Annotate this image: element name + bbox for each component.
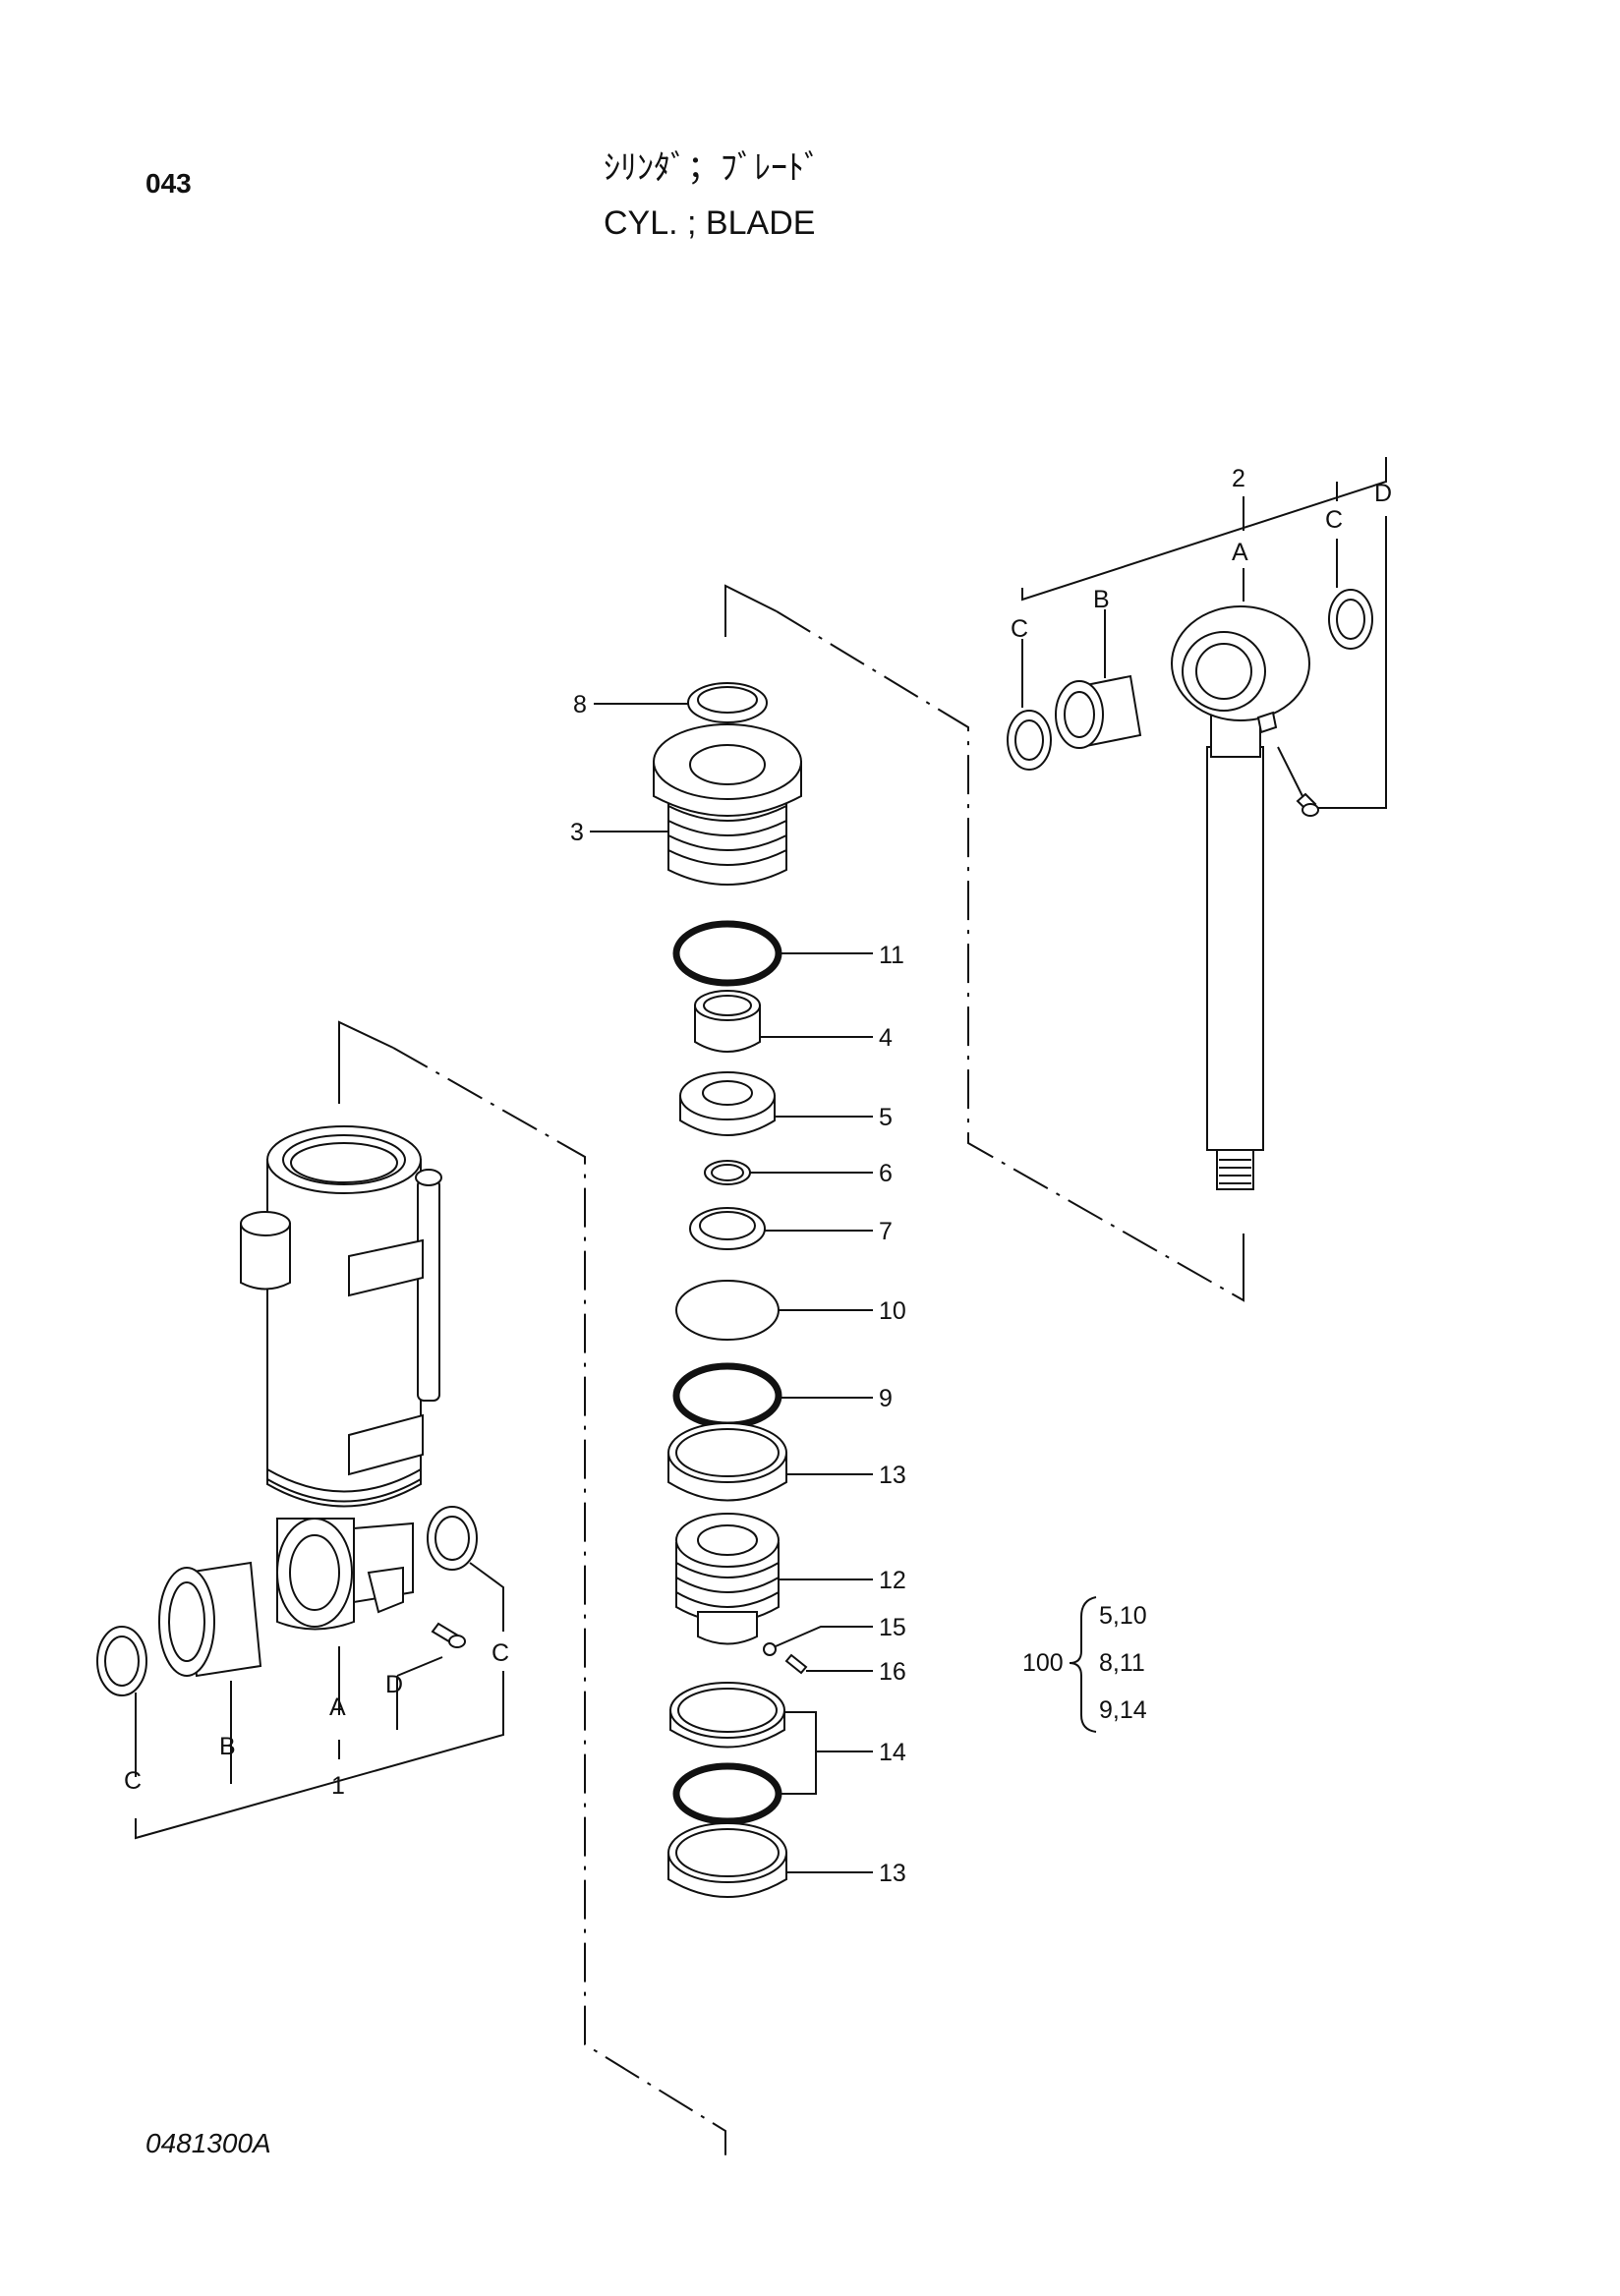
callout-5: 5 [879,1104,893,1131]
callout-9: 9 [879,1385,893,1412]
title-japanese: ｼﾘﾝﾀﾞ；ﾌﾞﾚｰﾄﾞ [604,149,821,187]
rod-letter-b: B [1093,586,1110,613]
tube-letter-a: A [329,1693,346,1721]
rod-leader-lines [1021,457,1387,809]
rod-bushing-and-seals [1007,589,1373,771]
kit-row-1: 5,10 [1099,1602,1147,1630]
drawing-code: 0481300A [145,2128,271,2158]
callout-2: 2 [1232,465,1245,492]
callout-14: 14 [879,1739,906,1766]
rod-letter-d: D [1374,480,1392,507]
callout-16: 16 [879,1658,906,1686]
kit-number: 100 [1022,1649,1064,1677]
page-number: 043 [145,168,192,199]
tube-letter-d: D [385,1671,403,1698]
title-english: CYL. ; BLADE [604,204,815,242]
rod-letter-a: A [1232,539,1248,566]
callout-7: 7 [879,1218,893,1245]
callout-3: 3 [570,819,584,846]
kit-row-2: 8,11 [1099,1649,1145,1677]
piston-rod-assembly [1171,605,1319,1190]
kit-row-3: 9,14 [1099,1696,1147,1724]
callout-12: 12 [879,1567,906,1594]
assembly-boundary-lines [338,584,1244,2158]
callout-1: 1 [331,1772,345,1800]
tube-bushing-and-seals [96,1506,478,1696]
callout-13-lower: 13 [879,1860,906,1887]
callout-11: 11 [879,942,904,969]
callout-leader-lines [590,703,873,1873]
tube-letter-c-right: C [492,1639,509,1667]
rod-letter-c-right: C [1325,506,1343,534]
tube-letter-c-left: C [124,1767,142,1795]
callout-15: 15 [879,1614,906,1641]
callout-10: 10 [879,1297,906,1325]
callout-6: 6 [879,1160,893,1187]
callout-4: 4 [879,1024,893,1052]
cylinder-tube-assembly [240,1125,466,1648]
seal-kit-group: 100 5,10 8,11 9,14 [1022,1596,1147,1733]
callout-8: 8 [573,691,587,718]
exploded-center-parts [653,682,808,1898]
rod-letter-c-left: C [1011,615,1028,643]
tube-letter-b: B [219,1733,236,1760]
tube-leader-lines [135,1562,504,1840]
callout-13-upper: 13 [879,1462,906,1489]
